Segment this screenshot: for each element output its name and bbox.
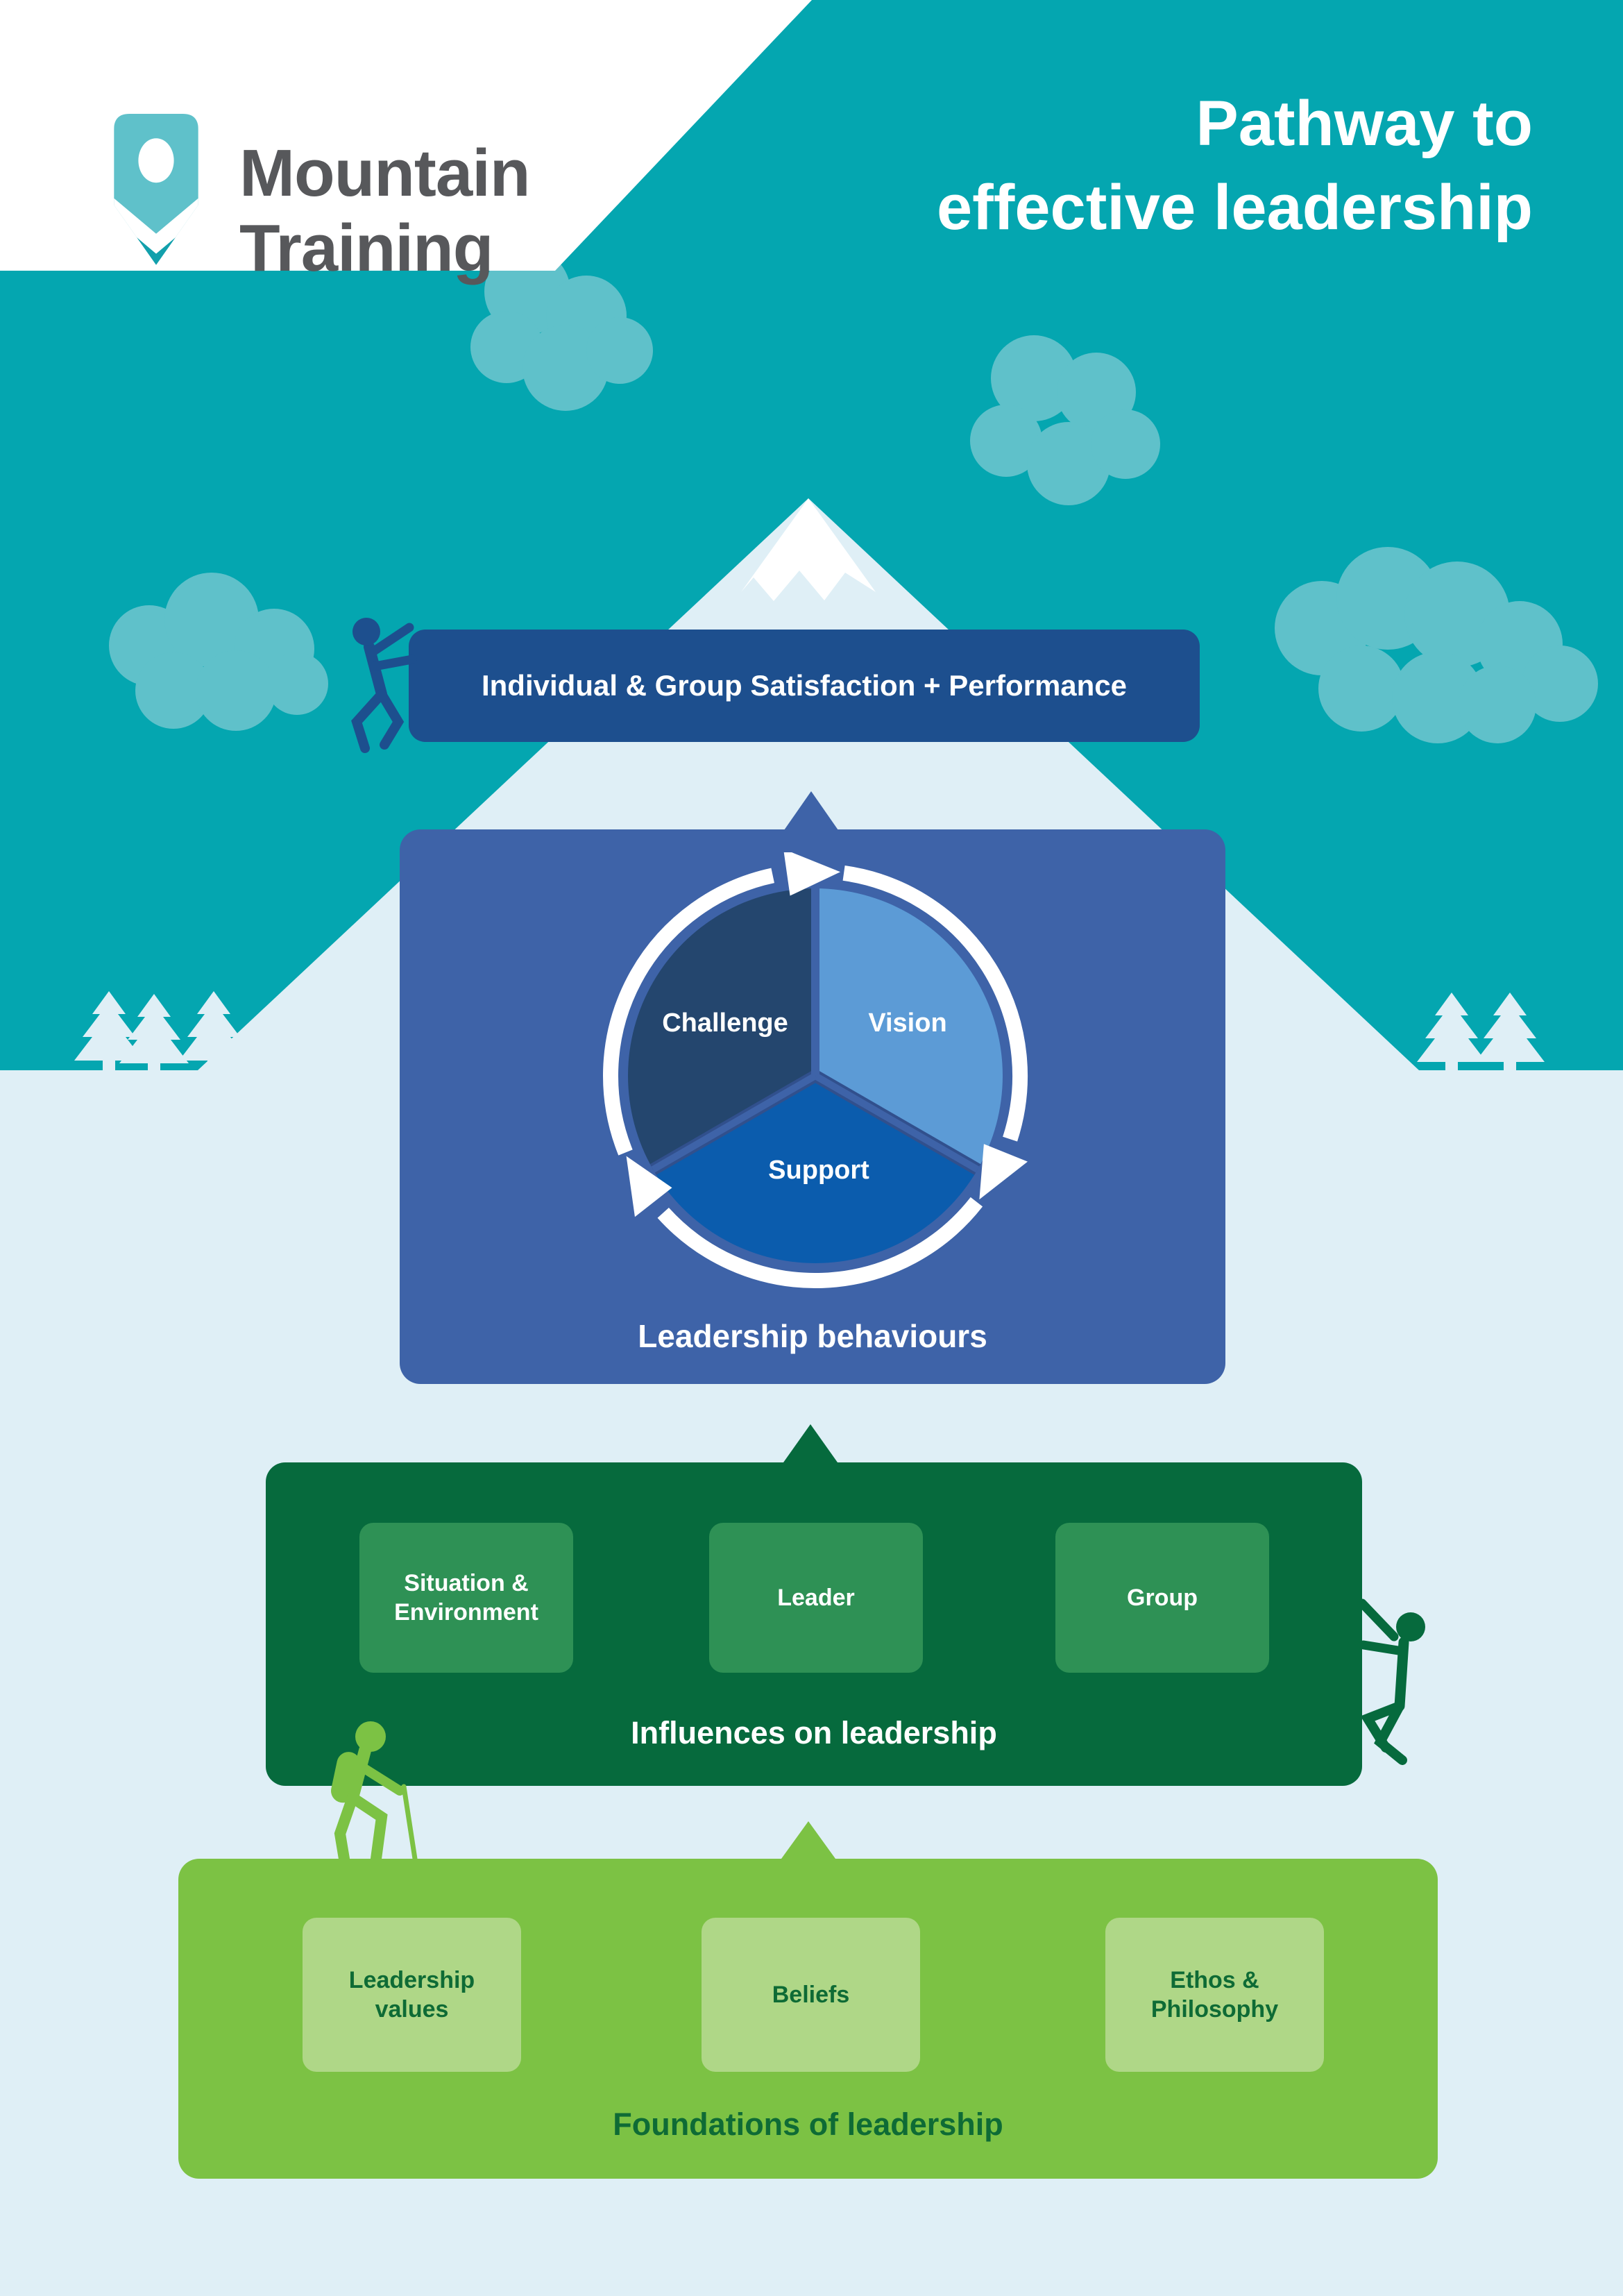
pine-tree-icon [1417,993,1486,1070]
logo-panel [0,0,812,271]
influence-chip-label: Group [1127,1584,1198,1611]
hiker-icon [331,1721,418,1864]
cloud-icon-right-of-peak [970,335,1160,505]
pointer-influences-to-behaviours [783,1424,838,1462]
slice-support [653,1076,978,1263]
pointer-behaviours-to-banner [784,791,838,830]
behaviours-cycle-chart: Challenge Vision Support [603,852,1028,1288]
title-line-2: effective leadership [936,172,1533,244]
cloud-icon-right [1275,547,1598,743]
pine-tree-icon [74,991,144,1070]
foundation-chip-values: Leadership values [303,1918,521,2072]
satisfaction-banner-label: Individual & Group Satisfaction + Perfor… [481,669,1128,702]
pine-tree-icon [179,991,248,1070]
logo-word-2: Training [239,210,493,285]
foundations-title: Foundations of leadership [613,2107,1003,2142]
satisfaction-banner: Individual & Group Satisfaction + Perfor… [409,630,1200,742]
influences-box: Situation & Environment Leader Group Inf… [266,1462,1362,1786]
behaviours-title: Leadership behaviours [638,1318,987,1354]
pine-tree-icon [1475,993,1545,1070]
foundation-chip-beliefs: Beliefs [702,1918,920,2072]
climber-icon-blue [351,618,417,753]
foundations-box: Leadership values Beliefs Ethos & Philos… [178,1859,1438,2179]
pine-tree-icon [119,994,189,1070]
influence-chip-group: Group [1055,1523,1269,1673]
slice-separators [649,888,981,1175]
pine-trees [74,991,1545,1070]
influence-chip-situation: Situation & Environment [359,1523,573,1673]
influence-chip-label: Leader [777,1584,855,1611]
climber-icon-green [1357,1598,1425,1765]
influence-chip-leader: Leader [709,1523,923,1673]
slice-label-support: Support [768,1156,869,1185]
circular-arrows-icon [603,852,1028,1288]
cloud-icon-left [109,573,328,731]
title-line-1: Pathway to [1196,88,1533,159]
foundation-chip-label: Ethos & Philosophy [1150,1966,1279,2023]
foundation-chip-ethos: Ethos & Philosophy [1105,1918,1324,2072]
influence-chip-label: Situation & Environment [394,1569,538,1626]
page-title: Pathway to effective leadership [937,82,1533,251]
slice-label-vision: Vision [868,1008,946,1038]
foundation-chip-label: Leadership values [348,1966,475,2023]
pin-chevron [114,198,198,254]
logo-word-1: Mountain [239,136,531,210]
slice-label-challenge: Challenge [662,1008,788,1038]
snow-cap [741,498,876,601]
pin-person-head [138,138,174,183]
pointer-foundations-to-influences [781,1821,835,1859]
influences-title: Influences on leadership [631,1715,997,1750]
mountain-training-pin [114,114,198,265]
foundation-chip-label: Beliefs [772,1981,850,2008]
logo-wordmark: Mountain Training [239,136,531,285]
